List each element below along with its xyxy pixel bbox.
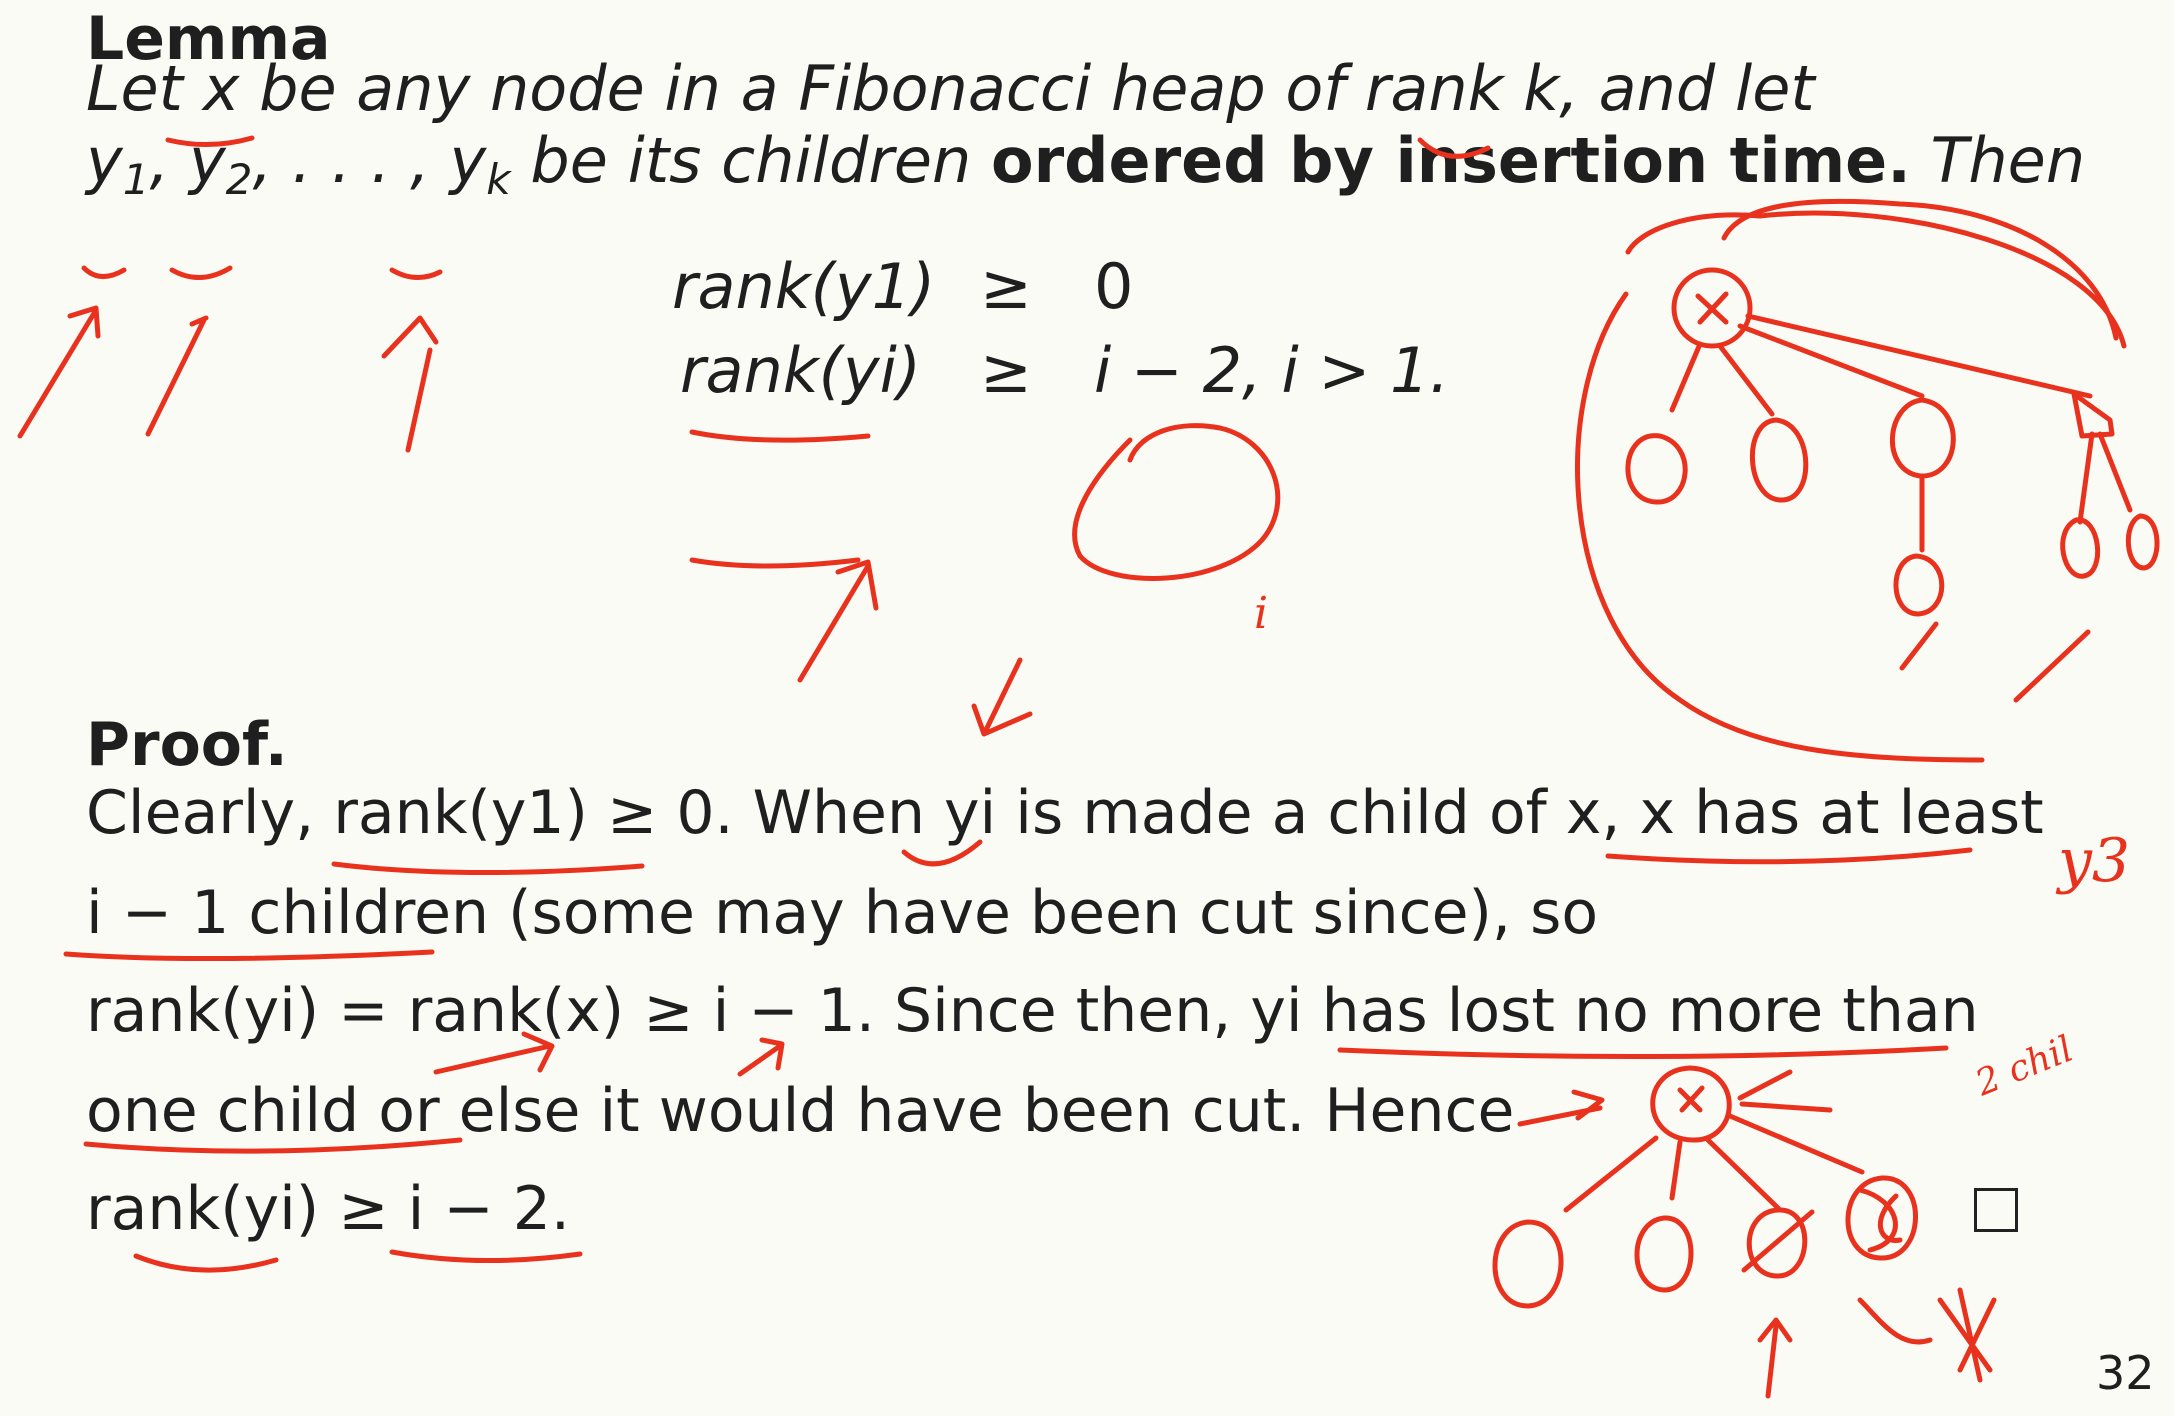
tree-grandchild3 (1893, 553, 1945, 617)
annotation-i: i (1254, 588, 1269, 639)
brace-y2 (169, 265, 233, 281)
proof-line2: i − 1 children (some may have been cut s… (86, 878, 1599, 948)
circle-i-minus-2 (1072, 423, 1281, 581)
small-child1 (1492, 1219, 1564, 1309)
brace-y1 (81, 265, 127, 279)
proof-line5: rank(yi) ≥ i − 2. (86, 1174, 570, 1244)
underline-has-at-least (1605, 847, 1973, 865)
underline-i-2-final (389, 1249, 583, 1263)
tree-grandchild4b (2125, 513, 2160, 571)
annotation-2-children: 2 chil (1969, 1028, 2079, 1105)
tree-grandchild4a (2060, 517, 2101, 579)
lemma-then-text: Then (1930, 124, 2086, 197)
small-child2 (1634, 1215, 1694, 1293)
tree-hull (1575, 210, 2127, 763)
down-arrow (971, 657, 1033, 737)
small-child4-scribbled (1845, 1175, 1918, 1261)
tree-child1 (1625, 433, 1688, 505)
arrow-to-small-tree (1517, 1089, 1605, 1127)
underline-rank-yi (689, 557, 861, 569)
page-number: 32 (2096, 1346, 2155, 1400)
lemma-statement-line1: Let x be any node in a Fibonacci heap of… (86, 52, 1815, 125)
tree-child4 (2071, 391, 2133, 525)
tree-ticks (1899, 621, 2091, 703)
arrow-yk (381, 315, 439, 453)
underline-i-1-children (63, 949, 435, 962)
tree-edges (1669, 313, 2093, 417)
underline-has-lost (1337, 1045, 1949, 1060)
inequality1-relation: ≥ (980, 250, 1032, 323)
brace-yk (389, 267, 443, 280)
inequality1-rhs: 0 (1094, 250, 1134, 323)
arrow-rank-yi (797, 559, 879, 683)
proof-line4: one child or else it would have been cut… (86, 1076, 1515, 1146)
tree-root-mark (1695, 291, 1729, 325)
inequality2-relation: ≥ (980, 334, 1032, 407)
small-tree-edges (1563, 1069, 1865, 1213)
tree-child3 (1890, 397, 1956, 553)
qed-box (1974, 1188, 2018, 1232)
lemma-ordered-text: ordered by insertion time. (990, 124, 1911, 197)
scribble-bottom (1857, 1287, 1997, 1383)
underline-rank-yi-final (133, 1253, 279, 1273)
proof-line3: rank(yi) = rank(x) ≥ i − 1. Since then, … (86, 976, 1979, 1046)
arrow-child3 (1757, 1317, 1793, 1399)
arrow-y2 (145, 315, 209, 437)
lemma-statement-line2: y1, y2, . . . , yk be its children order… (86, 124, 2086, 204)
then-scribble (1721, 198, 2119, 341)
proof-line1: Clearly, rank(y1) ≥ 0. When yi is made a… (86, 778, 2044, 848)
proof-title: Proof. (86, 710, 288, 780)
lemma-children-text: be its children (530, 124, 972, 197)
lemma-title: Lemma (86, 4, 331, 74)
tree-root-x (1671, 267, 1753, 349)
annotation-y3: y3 (2058, 826, 2131, 896)
underline-proof-rank-y1 (331, 861, 645, 876)
small-child3-crossed (1741, 1207, 1815, 1279)
inequality1-lhs: rank(y1) (672, 250, 936, 323)
arrow-y1 (17, 305, 101, 439)
small-tree-root (1650, 1065, 1732, 1143)
inequality2-rhs: i − 2, i > 1. (1094, 334, 1450, 407)
underline-rank-y1 (689, 429, 871, 443)
inequality2-lhs: rank(yi) (680, 334, 921, 407)
tree-child2 (1749, 417, 1809, 503)
